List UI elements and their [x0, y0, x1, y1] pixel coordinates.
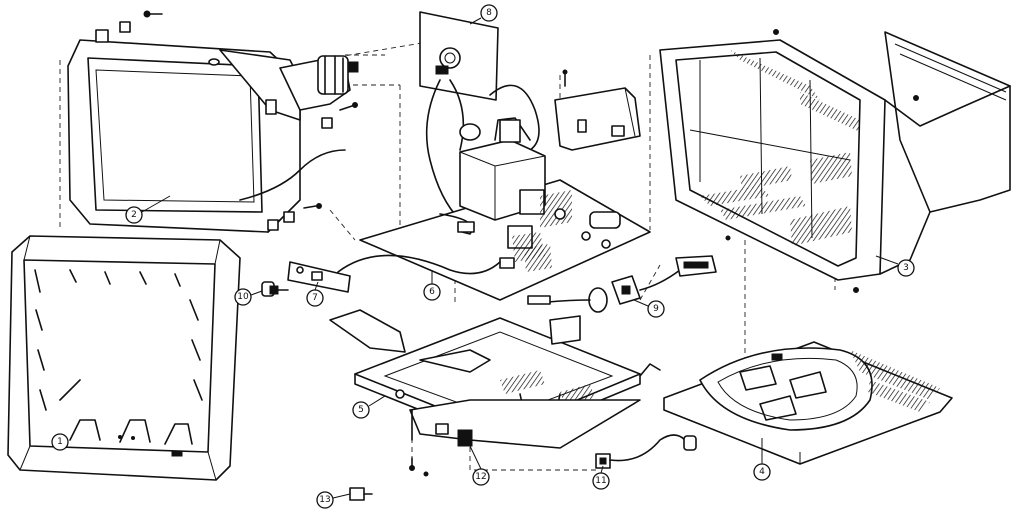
callout-label: 2: [131, 210, 137, 220]
control-knob-drawing: [261, 281, 289, 297]
callout-10: 10: [234, 288, 252, 306]
callout-1: 1: [51, 433, 69, 451]
callout-7: 7: [306, 289, 324, 307]
main-pcb-drawing: [359, 69, 651, 301]
callout-label: 5: [358, 405, 364, 415]
callout-4: 4: [753, 463, 771, 481]
callout-label: 13: [319, 495, 330, 505]
callout-label: 3: [903, 263, 909, 273]
callout-label: 6: [429, 287, 435, 297]
control-board-drawing: [287, 254, 501, 293]
callout-label: 12: [475, 472, 486, 482]
callout-3: 3: [897, 259, 915, 277]
callout-9: 9: [647, 300, 665, 318]
callout-label: 10: [237, 292, 249, 302]
clip-drawing: [349, 487, 373, 501]
power-cord-drawing: [595, 434, 697, 469]
callout-8: 8: [480, 4, 498, 22]
callout-label: 11: [595, 476, 606, 486]
callout-11: 11: [592, 472, 610, 490]
power-switch-bracket-drawing: [409, 399, 641, 477]
tilt-swivel-base-drawing: [663, 341, 953, 465]
neck-board-drawing: [419, 11, 540, 221]
callout-label: 9: [653, 304, 659, 314]
front-bezel-drawing: [7, 235, 241, 481]
callout-leaders: [141, 17, 899, 499]
callout-12: 12: [472, 468, 490, 486]
picture-tube-drawing: [67, 10, 359, 233]
rear-cabinet-drawing: [659, 29, 1011, 293]
callout-2: 2: [125, 206, 143, 224]
signal-connector-drawing: [527, 255, 717, 313]
callout-label: 4: [759, 467, 765, 477]
callout-label: 7: [312, 293, 318, 303]
callout-label: 1: [57, 437, 63, 447]
callout-label: 8: [486, 8, 492, 18]
callout-6: 6: [423, 283, 441, 301]
callout-5: 5: [352, 401, 370, 419]
callout-13: 13: [316, 491, 334, 509]
